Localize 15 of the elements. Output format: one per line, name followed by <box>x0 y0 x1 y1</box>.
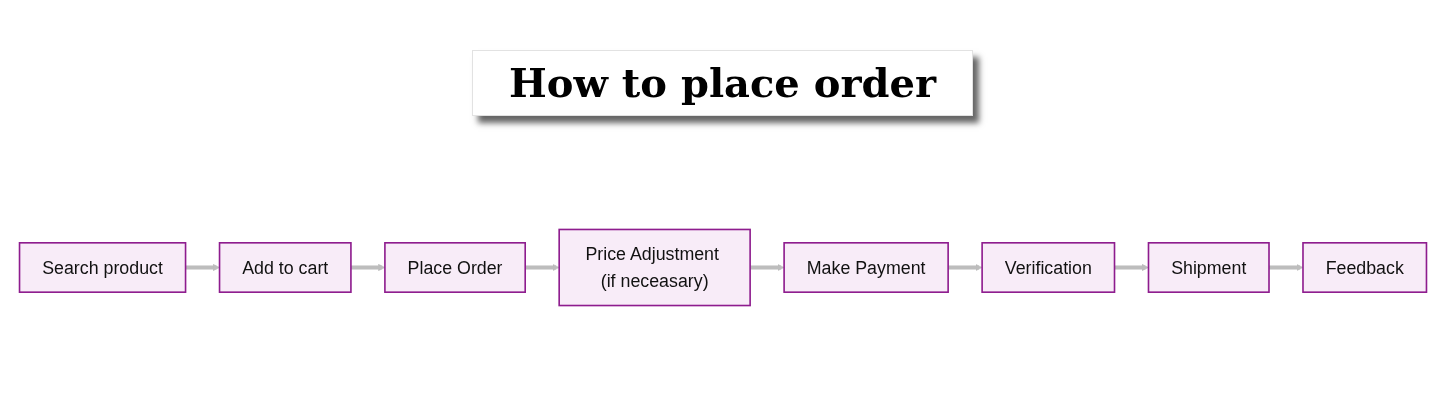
arrow <box>749 263 784 271</box>
node-box: Search product <box>18 241 186 293</box>
arrow <box>350 263 385 271</box>
arrow <box>1268 263 1303 271</box>
node-box: Feedback <box>1301 241 1427 293</box>
node-box: Place Order <box>383 241 526 293</box>
node-box: Shipment <box>1147 241 1270 293</box>
node-box: Verification <box>980 241 1115 293</box>
arrow <box>947 263 982 271</box>
node-box: Price Adjustment (if neceasary) <box>557 228 751 306</box>
node-box: Make Payment <box>782 241 949 293</box>
node-box: Add to cart <box>218 241 352 293</box>
title: How to place order <box>472 50 973 116</box>
arrow <box>185 263 220 271</box>
arrow <box>524 263 559 271</box>
